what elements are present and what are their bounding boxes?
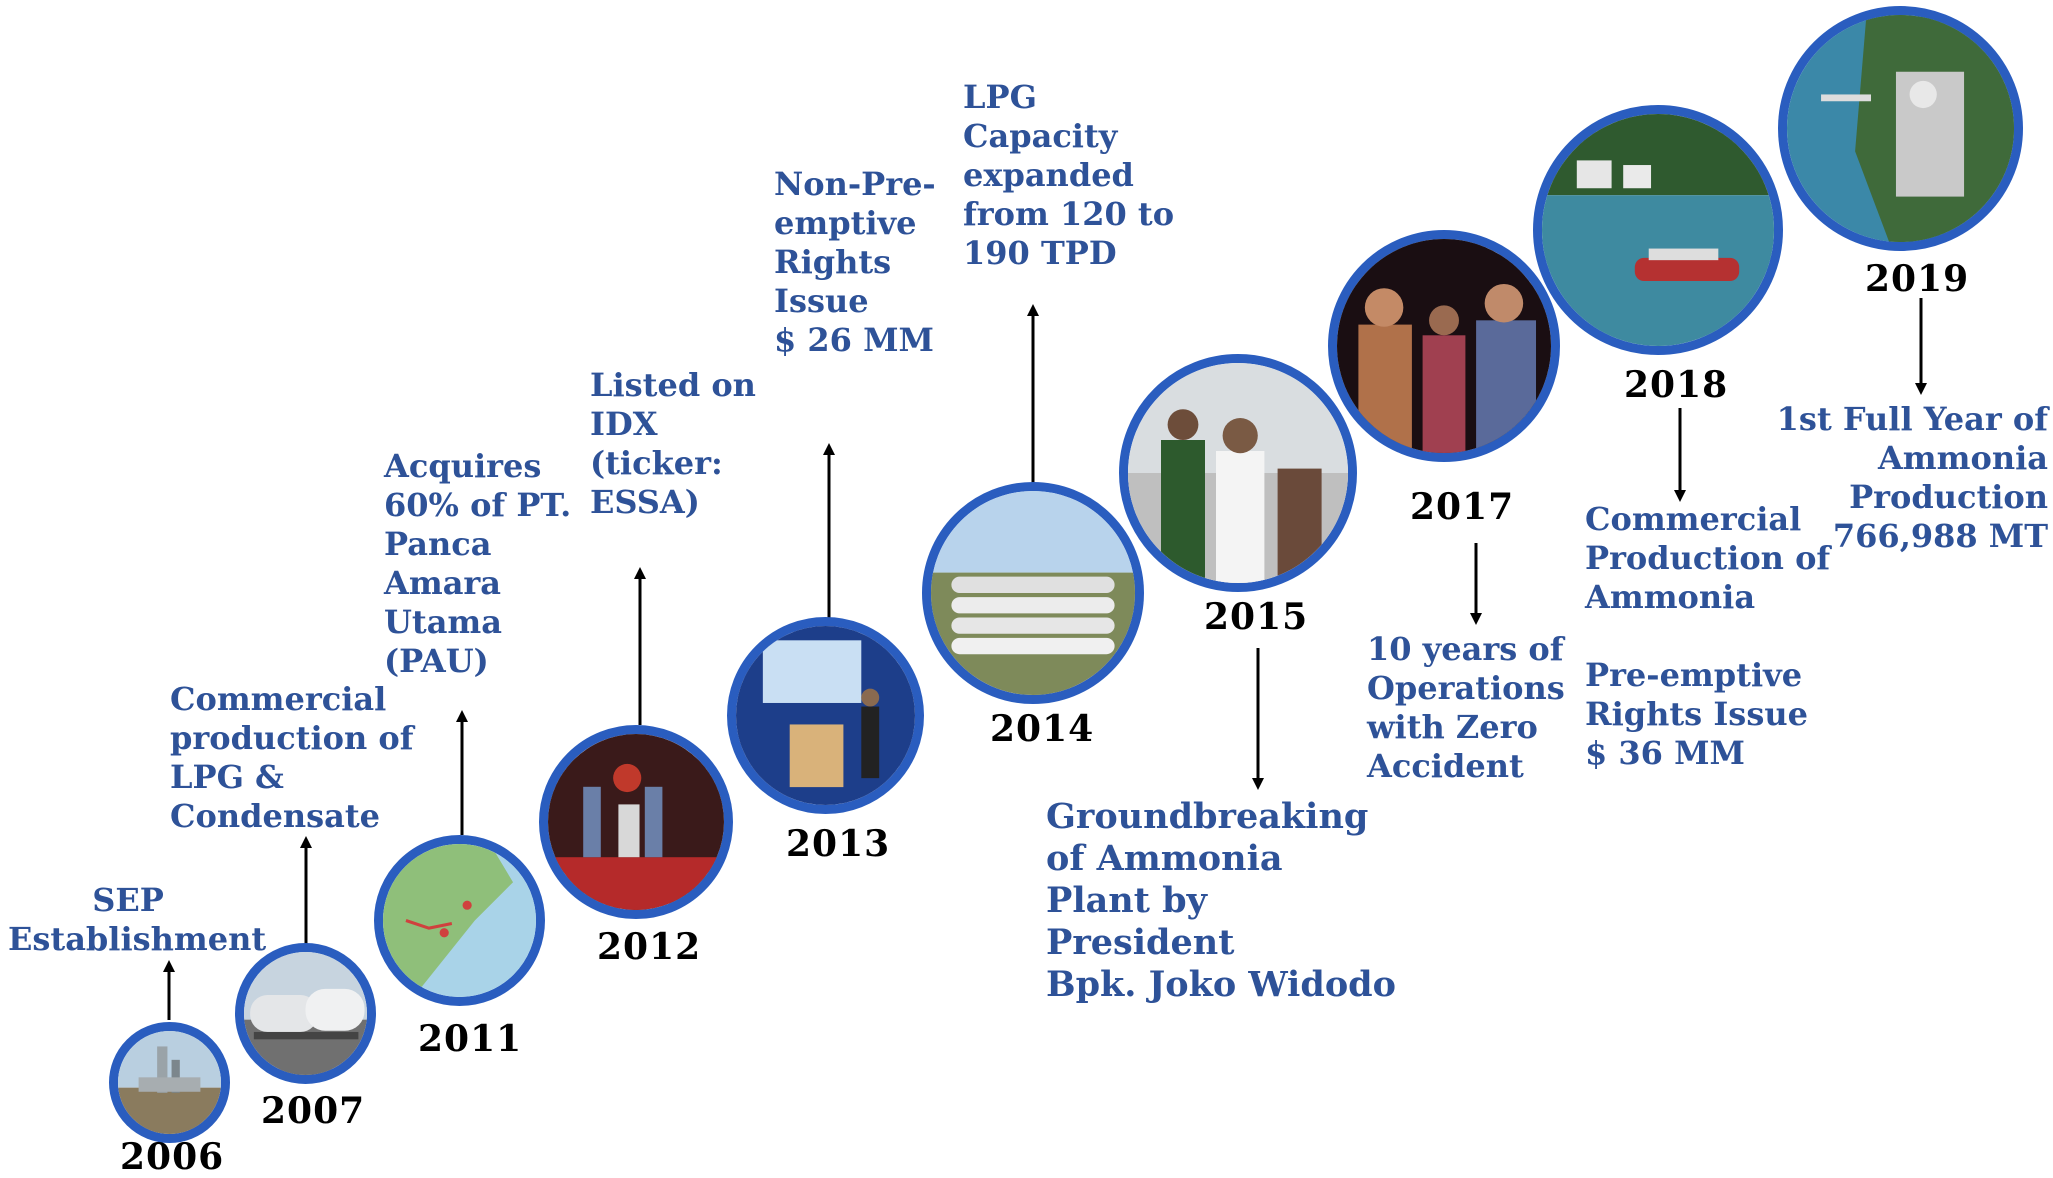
description-2017: 10 years of Operations with Zero Acciden… xyxy=(1367,630,1565,785)
year-2015: 2015 xyxy=(1204,596,1309,638)
photo-2011-map xyxy=(374,835,545,1006)
year-2012: 2012 xyxy=(597,926,702,968)
description-2018: Commercial Production of Ammonia Pre-emp… xyxy=(1585,500,1831,772)
year-2017: 2017 xyxy=(1410,486,1515,528)
year-2014: 2014 xyxy=(990,708,1095,750)
description-2015: Groundbreaking of Ammonia Plant by Presi… xyxy=(1046,796,1396,1005)
photo-2013-speaker xyxy=(727,617,924,814)
photo-2006-refinery xyxy=(109,1022,230,1143)
year-2006: 2006 xyxy=(120,1136,225,1178)
description-2013: Non-Pre- emptive Rights Issue $ 26 MM xyxy=(774,165,936,359)
year-2011: 2011 xyxy=(418,1018,523,1060)
photo-2014-lpg-storage xyxy=(922,482,1144,704)
description-2019: 1st Full Year of Ammonia Production 766,… xyxy=(1776,400,2048,555)
description-2014: LPG Capacity expanded from 120 to 190 TP… xyxy=(963,78,1175,272)
photo-2017-award xyxy=(1328,230,1560,462)
year-2019: 2019 xyxy=(1865,258,1970,300)
description-2011: Acquires 60% of PT. Panca Amara Utama (P… xyxy=(384,447,572,680)
photo-2019-plant-aerial xyxy=(1778,6,2023,251)
photo-2012-ceremony xyxy=(539,725,733,919)
year-2018: 2018 xyxy=(1624,364,1729,406)
year-2013: 2013 xyxy=(786,823,891,865)
description-2012: Listed on IDX (ticker: ESSA) xyxy=(590,366,756,521)
year-2007: 2007 xyxy=(261,1090,366,1132)
photo-2015-president-visit xyxy=(1119,354,1357,592)
description-2007: Commercial production of LPG & Condensat… xyxy=(170,680,414,835)
photo-2018-tanker xyxy=(1533,105,1783,355)
photo-2007-lpg-tanks xyxy=(235,943,376,1084)
description-2006: SEP Establishment xyxy=(8,881,267,958)
